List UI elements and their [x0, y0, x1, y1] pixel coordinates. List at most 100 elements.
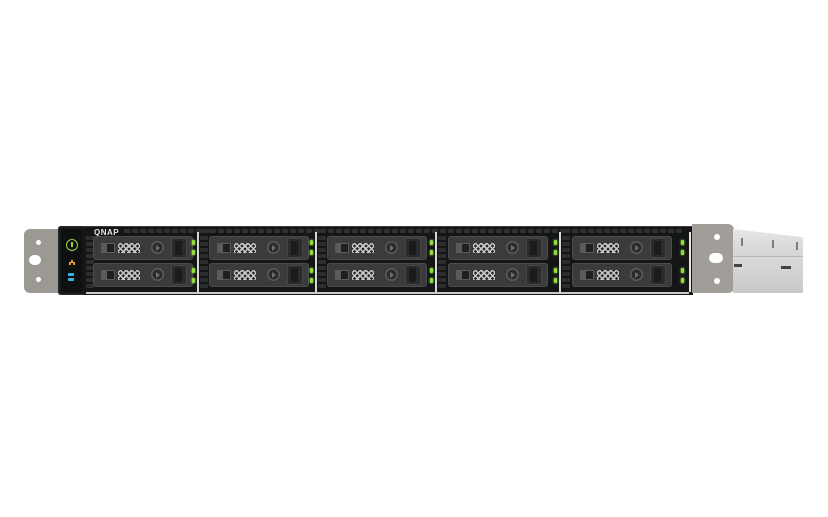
tray-latch-handle[interactable] — [650, 238, 666, 258]
drive-tray-2[interactable] — [93, 263, 193, 287]
tray-vent-pattern — [118, 243, 140, 253]
tray-latch-handle[interactable] — [526, 238, 542, 258]
drive-status-led — [192, 240, 195, 245]
tray-lock-icon[interactable] — [506, 241, 519, 254]
drive-tray-5[interactable] — [327, 236, 427, 260]
tray-vent-pattern — [352, 270, 374, 280]
rail-notch — [741, 238, 743, 246]
network-indicator-icon — [69, 260, 75, 265]
vent-grill — [318, 236, 326, 288]
drive-activity-led — [554, 250, 557, 255]
identify-indicator-icon — [68, 273, 74, 282]
drive-status-led — [554, 268, 557, 273]
tray-label-slot — [456, 270, 470, 280]
vent-grill — [562, 236, 570, 288]
tray-vent-pattern — [234, 270, 256, 280]
tray-lock-icon[interactable] — [267, 241, 280, 254]
drive-status-led — [681, 268, 684, 273]
tray-label-slot — [217, 270, 231, 280]
ear-screw-hole-bottom — [714, 278, 720, 284]
drive-status-led — [681, 240, 684, 245]
drive-tray-4[interactable] — [209, 263, 309, 287]
ear-mount-slot — [29, 255, 41, 265]
chassis-bottom-edge — [86, 292, 689, 294]
top-vent-row — [564, 229, 682, 233]
tray-label-slot — [580, 243, 594, 253]
bay-column-1 — [93, 233, 197, 291]
ear-screw-hole-top — [714, 234, 720, 240]
rail-side-plate — [733, 256, 803, 293]
drive-activity-led — [192, 278, 195, 283]
vent-grill — [200, 236, 208, 288]
bay-column-divider — [315, 232, 317, 292]
drive-status-led — [310, 240, 313, 245]
rail-bolt — [734, 264, 742, 267]
vent-grill — [438, 236, 446, 288]
drive-tray-10[interactable] — [572, 263, 672, 287]
tray-vent-pattern — [118, 270, 140, 280]
drive-tray-3[interactable] — [209, 236, 309, 260]
drive-tray-6[interactable] — [327, 263, 427, 287]
drive-status-led — [554, 240, 557, 245]
vent-grill — [86, 236, 94, 288]
tray-latch-handle[interactable] — [287, 238, 303, 258]
drive-tray-9[interactable] — [572, 236, 672, 260]
tray-lock-icon[interactable] — [151, 241, 164, 254]
drive-status-led — [430, 268, 433, 273]
drive-status-led — [430, 240, 433, 245]
rail-notch — [772, 240, 774, 248]
tray-label-slot — [101, 243, 115, 253]
tray-lock-icon[interactable] — [385, 241, 398, 254]
tray-lock-icon[interactable] — [630, 241, 643, 254]
rail-bolt — [781, 266, 791, 269]
drive-status-led — [192, 268, 195, 273]
top-vent-row — [440, 229, 566, 233]
right-rack-ear — [692, 224, 734, 293]
tray-latch-handle[interactable] — [171, 238, 187, 258]
tray-latch-handle[interactable] — [526, 265, 542, 285]
tray-label-slot — [217, 243, 231, 253]
tray-latch-handle[interactable] — [405, 238, 421, 258]
tray-latch-handle[interactable] — [171, 265, 187, 285]
bay-column-divider — [559, 232, 561, 292]
tray-vent-pattern — [473, 270, 495, 280]
tray-latch-handle[interactable] — [650, 265, 666, 285]
tray-lock-icon[interactable] — [506, 268, 519, 281]
tray-lock-icon[interactable] — [385, 268, 398, 281]
tray-latch-handle[interactable] — [405, 265, 421, 285]
drive-activity-led — [681, 278, 684, 283]
power-button-icon[interactable] — [66, 239, 78, 251]
tray-latch-handle[interactable] — [287, 265, 303, 285]
tray-vent-pattern — [234, 243, 256, 253]
tray-vent-pattern — [597, 270, 619, 280]
drive-activity-led — [310, 250, 313, 255]
bay-column-divider — [197, 232, 199, 292]
tray-label-slot — [580, 270, 594, 280]
ear-screw-hole-bottom — [36, 277, 41, 282]
drive-tray-7[interactable] — [448, 236, 548, 260]
tray-label-slot — [335, 243, 349, 253]
drive-activity-led — [554, 278, 557, 283]
rail-notch — [796, 242, 798, 250]
drive-activity-led — [192, 250, 195, 255]
tray-label-slot — [456, 243, 470, 253]
tray-label-slot — [101, 270, 115, 280]
drive-activity-led — [310, 278, 313, 283]
tray-lock-icon[interactable] — [630, 268, 643, 281]
top-vent-row — [202, 229, 320, 233]
drive-activity-led — [430, 278, 433, 283]
bay-column-3 — [327, 233, 431, 291]
tray-lock-icon[interactable] — [267, 268, 280, 281]
drive-tray-1[interactable] — [93, 236, 193, 260]
drive-tray-8[interactable] — [448, 263, 548, 287]
bay-column-divider — [435, 232, 437, 292]
chassis-right-edge — [689, 232, 691, 292]
bay-column-2 — [209, 233, 313, 291]
drive-status-led — [310, 268, 313, 273]
tray-vent-pattern — [352, 243, 374, 253]
ear-mount-slot — [709, 253, 723, 263]
brand-logo: QNAP — [94, 228, 120, 237]
ear-screw-hole-top — [36, 240, 41, 245]
drive-activity-led — [430, 250, 433, 255]
tray-lock-icon[interactable] — [151, 268, 164, 281]
